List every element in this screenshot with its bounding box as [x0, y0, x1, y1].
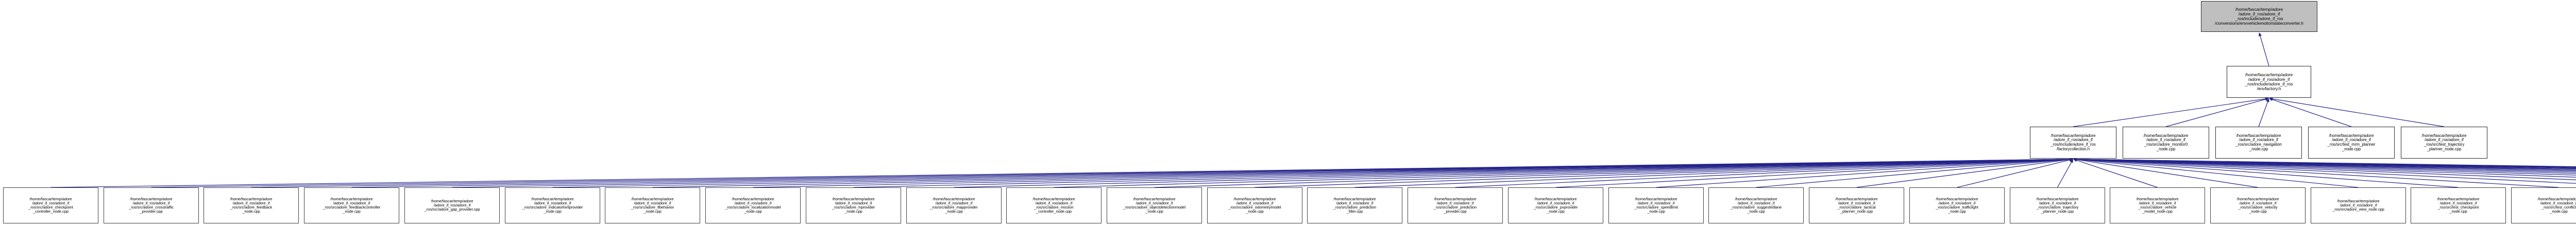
node-level4-12[interactable]: /home/fascar/temp/adore /adore_if_ros/ad… — [1207, 187, 1302, 223]
node-level4-14[interactable]: /home/fascar/temp/adore /adore_if_ros/ad… — [1408, 187, 1503, 223]
node-level4-6[interactable]: /home/fascar/temp/adore /adore_if_ros/ad… — [605, 187, 700, 223]
node-level4-20[interactable]: /home/fascar/temp/adore /adore_if_ros/ad… — [2010, 187, 2105, 223]
node-level3-1[interactable]: /home/fascar/temp/adore /adore_if_ros/ad… — [2123, 127, 2209, 159]
node-level4-4[interactable]: /home/fascar/temp/adore /adore_if_ros/ad… — [404, 187, 500, 223]
node-level4-13[interactable]: /home/fascar/temp/adore /adore_if_ros/ad… — [1307, 187, 1402, 223]
node-level4-21[interactable]: /home/fascar/temp/adore /adore_if_ros/ad… — [2110, 187, 2205, 223]
node-level4-19[interactable]: /home/fascar/temp/adore /adore_if_ros/ad… — [1909, 187, 2005, 223]
node-level4-18[interactable]: /home/fascar/temp/adore /adore_if_ros/ad… — [1809, 187, 1904, 223]
node-level3-2[interactable]: /home/fascar/temp/adore /adore_if_ros/ad… — [2215, 127, 2302, 159]
node-envfactory[interactable]: /home/fascar/temp/adore /adore_if_ros/ad… — [2227, 66, 2311, 98]
node-root[interactable]: /home/fascar/temp/adore /adore_if_ros/ad… — [2201, 1, 2317, 32]
node-level4-22[interactable]: /home/fascar/temp/adore /adore_if_ros/ad… — [2210, 187, 2306, 223]
node-level4-3[interactable]: /home/fascar/temp/adore /adore_if_ros/ad… — [304, 187, 399, 223]
node-level4-1[interactable]: /home/fascar/temp/adore /adore_if_ros/ad… — [104, 187, 199, 223]
node-level4-9[interactable]: /home/fascar/temp/adore /adore_if_ros/ad… — [906, 187, 1002, 223]
node-level4-17[interactable]: /home/fascar/temp/adore /adore_if_ros/ad… — [1708, 187, 1804, 223]
node-level4-7[interactable]: /home/fascar/temp/adore /adore_if_ros/ad… — [705, 187, 801, 223]
node-level4-16[interactable]: /home/fascar/temp/adore /adore_if_ros/ad… — [1608, 187, 1704, 223]
node-level4-23[interactable]: /home/fascar/temp/adore /adore_if_ros/ad… — [2311, 187, 2406, 223]
node-level4-11[interactable]: /home/fascar/temp/adore /adore_if_ros/ad… — [1107, 187, 1202, 223]
node-level4-15[interactable]: /home/fascar/temp/adore /adore_if_ros/ad… — [1508, 187, 1603, 223]
node-level4-24[interactable]: /home/fascar/temp/adore /adore_if_ros/ad… — [2411, 187, 2506, 223]
node-level4-5[interactable]: /home/fascar/temp/adore /adore_if_ros/ad… — [505, 187, 600, 223]
node-level4-25[interactable]: /home/fascar/temp/adore /adore_if_ros/ad… — [2511, 187, 2576, 223]
node-level3-0[interactable]: /home/fascar/temp/adore /adore_if_ros/ad… — [2030, 127, 2116, 159]
node-level3-3[interactable]: /home/fascar/temp/adore /adore_if_ros/ad… — [2308, 127, 2395, 159]
node-level4-8[interactable]: /home/fascar/temp/adore /adore_if_ros/ad… — [806, 187, 901, 223]
node-level4-0[interactable]: /home/fascar/temp/adore /adore_if_ros/ad… — [3, 187, 98, 223]
node-level3-4[interactable]: /home/fascar/temp/adore /adore_if_ros/ad… — [2401, 127, 2487, 159]
node-level4-2[interactable]: /home/fascar/temp/adore /adore_if_ros/ad… — [204, 187, 299, 223]
node-level4-10[interactable]: /home/fascar/temp/adore /adore_if_ros/ad… — [1006, 187, 1101, 223]
